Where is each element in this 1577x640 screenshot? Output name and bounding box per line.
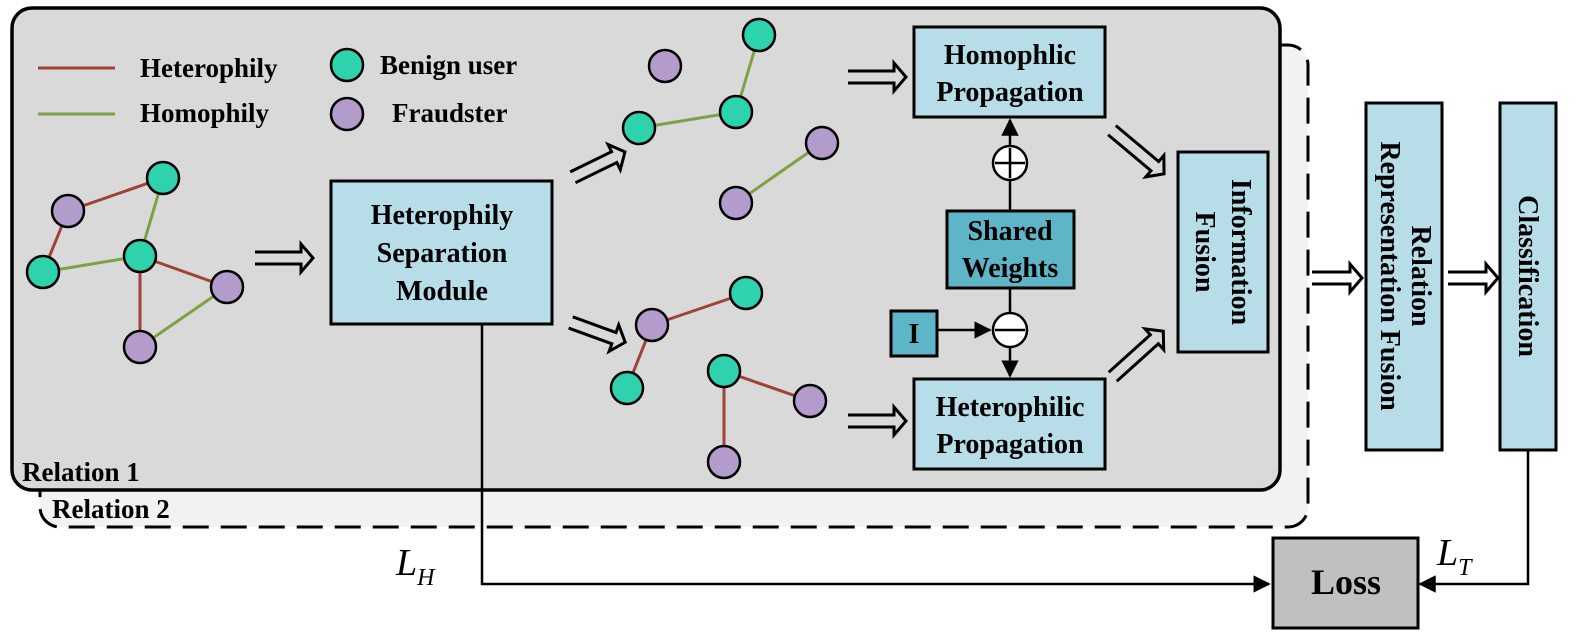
heterophilic-propagation-module: Heterophilic Propagation (912, 377, 1107, 471)
relation-2-label: Relation 2 (52, 494, 170, 524)
svg-text:I: I (909, 319, 920, 350)
svg-text:Classification: Classification (1512, 195, 1543, 357)
legend-fraudster-node (329, 96, 365, 132)
svg-text:Representation Fusion: Representation Fusion (1374, 141, 1405, 411)
arrow-input-to-separation (255, 239, 315, 277)
svg-text:Relation: Relation (1405, 225, 1436, 327)
loss-t-label: LT (1436, 532, 1473, 581)
classification-module: Classification (1498, 101, 1558, 452)
arrow-separation-to-homo-graph (569, 141, 627, 185)
shared-weights-box (945, 209, 1076, 290)
loss-connections (480, 324, 1530, 593)
information-fusion-module: Information Fusion (1176, 150, 1270, 354)
identity-box (889, 309, 939, 358)
homophilic-propagation-module: Homophlic Propagation (912, 25, 1107, 119)
legend: Heterophily Homophily Benign user Frauds… (38, 47, 517, 132)
legend-benign-label: Benign user (380, 50, 517, 80)
heterophily-subgraph (609, 275, 828, 480)
legend-homophily-label: Homophily (140, 98, 270, 128)
arrow-homo-graph-to-homophilic (848, 58, 908, 96)
loss-module: Loss (1271, 536, 1420, 630)
shared-weights-block: Shared Weights I (889, 118, 1076, 378)
svg-text:Shared: Shared (967, 216, 1052, 247)
legend-fraudster-label: Fraudster (392, 98, 507, 128)
svg-text:Information: Information (1225, 179, 1256, 326)
relation-1-panel (10, 6, 1282, 492)
arrow-fusion-to-relation-fusion (1312, 259, 1364, 297)
loss-h-label: LH (395, 542, 436, 591)
svg-text:Propagation: Propagation (936, 77, 1084, 108)
homophily-subgraph (621, 17, 840, 221)
svg-text:Module: Module (396, 276, 488, 307)
arrow-relation-fusion-to-classification (1448, 259, 1500, 297)
svg-text:Weights: Weights (962, 253, 1059, 284)
hollow-arrows (255, 58, 1500, 440)
svg-text:Loss: Loss (1311, 562, 1381, 602)
svg-text:Propagation: Propagation (936, 429, 1084, 460)
arrow-heterophilic-to-fusion (1107, 326, 1166, 383)
input-graph (25, 160, 245, 365)
svg-text:Homophlic: Homophlic (944, 40, 1076, 71)
relation-representation-fusion-module: Relation Representation Fusion (1364, 101, 1444, 452)
arrow-hetero-graph-to-heterophilic (848, 402, 908, 440)
legend-heterophily-label: Heterophily (140, 53, 278, 83)
relation-1-label: Relation 1 (22, 457, 140, 487)
svg-text:Heterophilic: Heterophilic (936, 392, 1085, 423)
arrow-separation-to-hetero-graph (568, 315, 628, 355)
legend-benign-node (329, 47, 365, 83)
heterophily-separation-module: Heterophily Separation Module (329, 179, 554, 326)
svg-text:Separation: Separation (377, 238, 508, 269)
svg-text:Fusion: Fusion (1189, 212, 1220, 293)
arrow-homophilic-to-fusion (1107, 124, 1166, 180)
svg-text:Heterophily: Heterophily (371, 200, 514, 231)
